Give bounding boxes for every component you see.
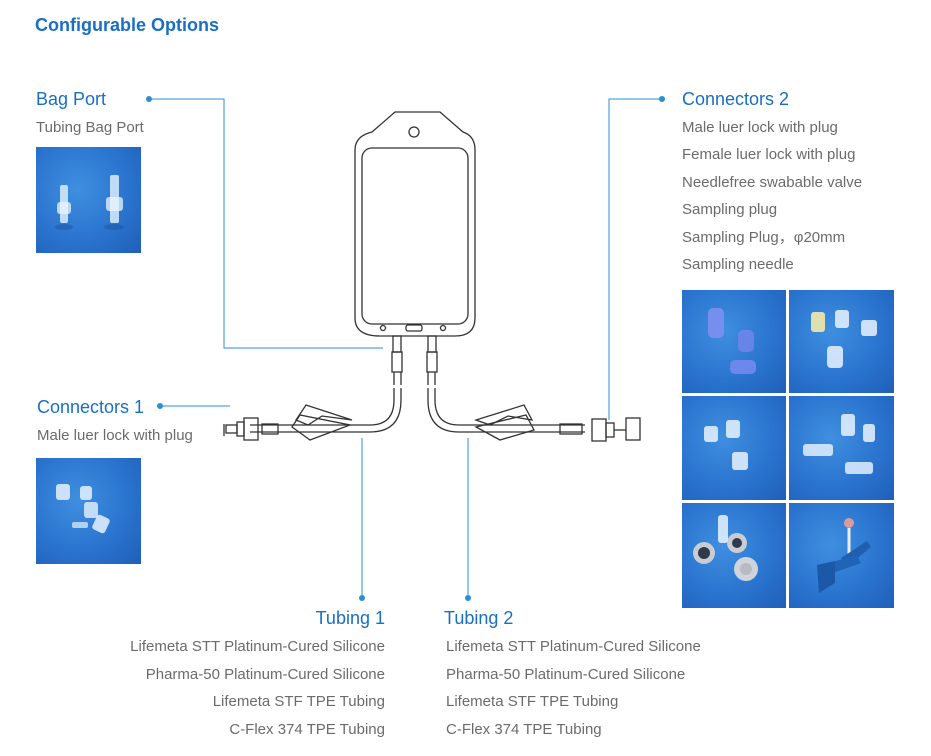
tubing-1-item: Lifemeta STF TPE Tubing bbox=[212, 693, 385, 710]
bag-outline bbox=[354, 111, 476, 337]
connectors-2-item: Sampling needle bbox=[682, 256, 794, 273]
connectors-2-photo bbox=[789, 290, 894, 393]
tubing-2-marker-dot bbox=[465, 595, 471, 601]
connector-2-neck bbox=[605, 422, 615, 438]
male-luer-lock-image bbox=[708, 308, 756, 374]
bag-port-mark bbox=[379, 324, 387, 332]
connector-1-plug bbox=[225, 424, 238, 434]
tubing-2-segment bbox=[427, 372, 436, 385]
tubing-2-path bbox=[434, 388, 585, 426]
connectors-2-photo bbox=[682, 290, 786, 393]
bag-port-mark bbox=[439, 324, 447, 332]
tubing-1-segment bbox=[393, 372, 402, 385]
bag-port-leader-line bbox=[149, 98, 383, 349]
sampling-plug-image bbox=[803, 414, 875, 474]
clamp-right-body bbox=[474, 414, 535, 441]
page-title: Configurable Options bbox=[35, 15, 219, 35]
sampling-plug-20mm-image bbox=[693, 515, 758, 581]
bag-port-marker-dot bbox=[146, 96, 152, 102]
connectors-2-photo bbox=[789, 503, 894, 608]
tubing-1-path bbox=[250, 388, 402, 433]
hanger-hole bbox=[408, 126, 420, 138]
connectors-1-item: Male luer lock with plug bbox=[37, 427, 193, 444]
tubing-1-path bbox=[250, 388, 395, 426]
tubing-2-path bbox=[427, 388, 585, 433]
connectors-2-item: Needlefree swabable valve bbox=[682, 174, 863, 191]
tubing-1-title: Tubing 1 bbox=[315, 608, 385, 628]
bag-port-right bbox=[427, 335, 437, 353]
bag-port-title: Bag Port bbox=[36, 89, 107, 109]
connector-1-body bbox=[261, 423, 279, 435]
bag-port-photo bbox=[36, 147, 141, 253]
port-fitting-left bbox=[391, 351, 403, 373]
connectors-2-photo bbox=[789, 396, 894, 500]
connector-1-luer bbox=[243, 417, 259, 441]
bag-port-left bbox=[392, 335, 402, 353]
sampling-needle-image bbox=[817, 518, 871, 593]
swabable-valve-image bbox=[704, 420, 748, 470]
connectors-2-leader-line bbox=[608, 98, 662, 420]
tubing-2-title: Tubing 2 bbox=[444, 608, 514, 628]
female-luer-lock-image bbox=[811, 310, 877, 368]
connectors-1-photo bbox=[36, 458, 141, 564]
port-fitting-right bbox=[426, 351, 438, 373]
tubing-port-image bbox=[55, 175, 124, 230]
connectors-2-item: Sampling plug bbox=[682, 201, 778, 218]
tubing-1-item: Pharma-50 Platinum-Cured Silicone bbox=[145, 666, 385, 683]
bag-port-item: Tubing Bag Port bbox=[36, 119, 144, 136]
connector-2-cap bbox=[625, 417, 641, 441]
connectors-2-marker-dot bbox=[659, 96, 665, 102]
tubing-2-item: C-Flex 374 TPE Tubing bbox=[446, 721, 602, 738]
connectors-2-photo bbox=[682, 503, 786, 608]
luer-lock-image bbox=[56, 484, 110, 534]
connectors-2-title: Connectors 2 bbox=[682, 89, 790, 109]
clamp-left-body bbox=[291, 414, 353, 441]
tubing-1-item: Lifemeta STT Platinum-Cured Silicone bbox=[130, 638, 385, 655]
connectors-1-title: Connectors 1 bbox=[37, 397, 145, 417]
connector-2-body bbox=[559, 423, 583, 435]
connectors-2-item: Female luer lock with plug bbox=[682, 146, 856, 163]
tubing-2-item: Lifemeta STF TPE Tubing bbox=[446, 693, 619, 710]
tubing-1-marker-dot bbox=[359, 595, 365, 601]
bag-inner-outline bbox=[361, 147, 469, 325]
connector-2-luer bbox=[591, 418, 607, 442]
tubing-2-item: Pharma-50 Platinum-Cured Silicone bbox=[446, 666, 686, 683]
connectors-2-item: Male luer lock with plug bbox=[682, 119, 838, 136]
bag-label-slot bbox=[405, 324, 423, 332]
connectors-2-item: Sampling Plug，φ20mm bbox=[682, 229, 846, 246]
clamp-left bbox=[295, 404, 353, 426]
connectors-1-marker-dot bbox=[157, 403, 163, 409]
tubing-2-item: Lifemeta STT Platinum-Cured Silicone bbox=[446, 638, 701, 655]
connector-1-cap bbox=[236, 421, 245, 437]
tubing-1-item: C-Flex 374 TPE Tubing bbox=[229, 721, 385, 738]
connectors-2-photo bbox=[682, 396, 786, 500]
